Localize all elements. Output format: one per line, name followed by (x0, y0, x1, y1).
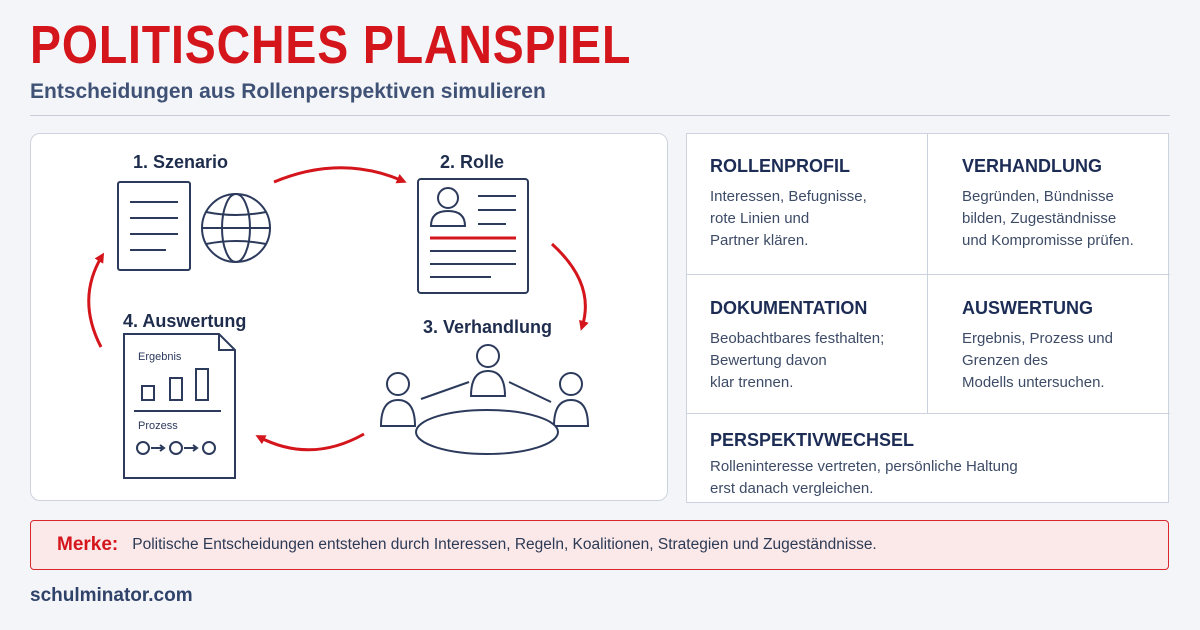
page-subtitle: Entscheidungen aus Rollenperspektiven si… (30, 80, 546, 103)
arrow-auswertung-to-szenario (87, 252, 105, 348)
merke-label: Merke: (57, 534, 119, 555)
cycle-diagram-panel: Ergebnis Prozess 1. Szenario 2. Rolle 3.… (30, 133, 668, 501)
page-title: POLITISCHES PLANSPIEL (30, 15, 632, 75)
grid-divider (687, 413, 1170, 414)
info-cell-perspektivwechsel: PERSPEKTIVWECHSEL Rolleninteresse vertre… (687, 408, 1018, 500)
arrow-rolle-to-verhandlung (550, 242, 589, 331)
cycle-diagram: Ergebnis Prozess (87, 166, 590, 479)
footer-site: schulminator.com (30, 585, 193, 606)
step-label-rolle: 2. Rolle (440, 152, 505, 172)
evaluation-process-label: Prozess (138, 420, 178, 432)
info-cell-text: Interessen, Befugnisse, rote Linien und … (710, 188, 867, 249)
info-cell-text: Beobachtbares festhalten; Bewertung davo… (710, 330, 885, 391)
info-cell-text: Begründen, Bündnisse bilden, Zugeständni… (962, 188, 1134, 249)
evaluation-result-label: Ergebnis (138, 351, 182, 363)
evaluation-sheet-icon: Ergebnis Prozess (123, 333, 236, 479)
arrow-verhandlung-to-auswertung (255, 432, 365, 452)
info-cell-title: PERSPEKTIVWECHSEL (710, 430, 915, 450)
arrow-szenario-to-rolle (273, 166, 407, 184)
info-cell-title: AUSWERTUNG (962, 298, 1093, 318)
step-label-auswertung: 4. Auswertung (123, 311, 247, 331)
info-cell-text: Rolleninteresse vertreten, persönliche H… (710, 458, 1018, 497)
round-table-icon (379, 344, 590, 455)
header-divider (30, 115, 1170, 116)
profile-card-icon (417, 178, 529, 294)
merke-box: Merke: Politische Entscheidungen entsteh… (30, 520, 1169, 570)
info-cell-title: ROLLENPROFIL (710, 156, 850, 176)
step-label-verhandlung: 3. Verhandlung (423, 317, 553, 337)
info-cell-dokumentation: DOKUMENTATION Beobachtbares festhalten; … (687, 276, 884, 394)
grid-divider (927, 134, 928, 413)
grid-divider (687, 274, 1170, 275)
info-cell-text: Ergebnis, Prozess und Grenzen des Modell… (962, 330, 1113, 391)
merke-text: Politische Entscheidungen entstehen durc… (132, 536, 877, 553)
globe-icon (201, 193, 271, 263)
info-cell-title: VERHANDLUNG (962, 156, 1103, 176)
document-icon (117, 181, 191, 271)
info-cell-rollenprofil: ROLLENPROFIL Interessen, Befugnisse, rot… (687, 134, 867, 252)
step-label-szenario: 1. Szenario (133, 152, 229, 172)
info-cell-title: DOKUMENTATION (710, 298, 868, 318)
info-grid: ROLLENPROFIL Interessen, Befugnisse, rot… (686, 133, 1170, 503)
info-cell-verhandlung: VERHANDLUNG Begründen, Bündnisse bilden,… (939, 134, 1134, 252)
info-cell-auswertung: AUSWERTUNG Ergebnis, Prozess und Grenzen… (939, 276, 1113, 394)
